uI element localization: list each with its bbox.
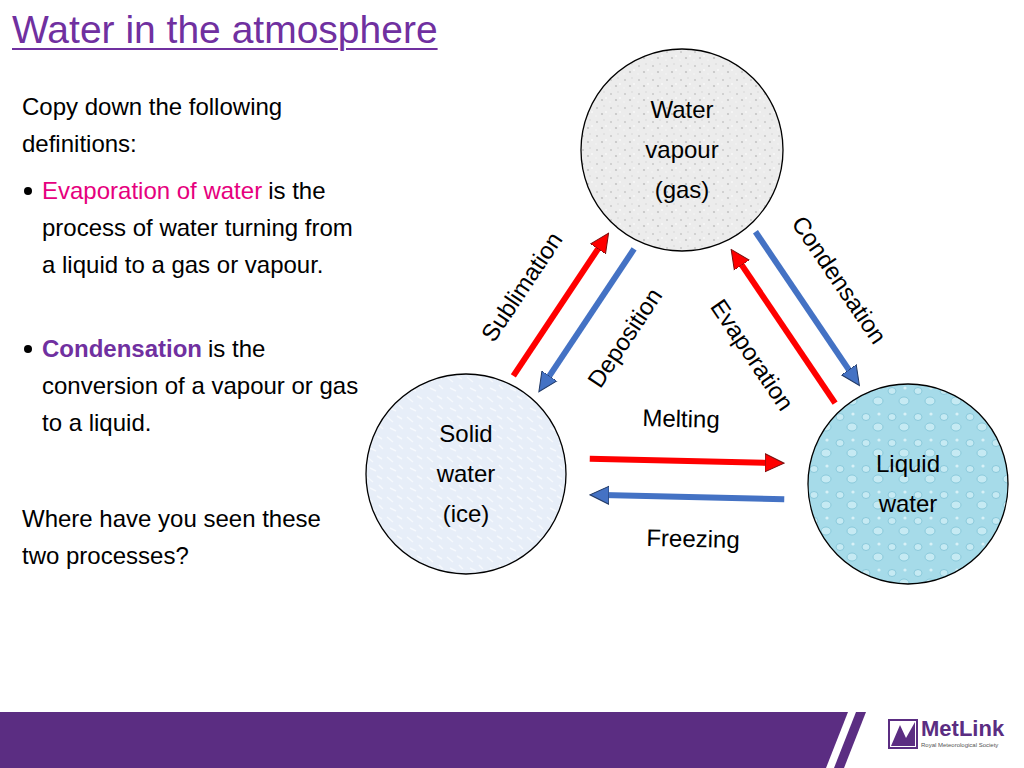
process-arrow — [738, 260, 835, 403]
term-text: Condensation — [42, 335, 202, 362]
logo-symbol — [889, 720, 917, 748]
process-arrow — [513, 244, 601, 376]
process-label: Sublimation — [476, 227, 569, 347]
term-text: Evaporation of water — [42, 177, 262, 204]
state-circle: Water vapour (gas) — [580, 48, 784, 252]
state-label: Solid water (ice) — [410, 414, 522, 534]
bullet-dot — [24, 187, 32, 195]
process-label: Deposition — [582, 283, 668, 393]
process-arrow — [590, 459, 771, 463]
bullet-dot — [24, 345, 32, 353]
process-arrow — [755, 232, 852, 375]
process-label: Freezing — [646, 524, 740, 554]
logo-subtitle: Royal Meteorological Society — [921, 741, 1021, 749]
logo-name: MetLink — [921, 717, 1021, 741]
footer-stripe — [834, 712, 866, 768]
state-label: Liquid water — [852, 444, 964, 524]
process-label: Condensation — [785, 210, 891, 348]
state-circle: Solid water (ice) — [365, 373, 567, 575]
process-arrow — [546, 249, 634, 381]
slide-title: Water in the atmosphere — [12, 8, 438, 52]
process-label: Evaporation — [704, 294, 799, 416]
process-label: Melting — [642, 404, 720, 434]
circle-shape — [366, 374, 566, 574]
instruction-text: Copy down the following definitions: — [22, 88, 372, 162]
state-label: Water vapour (gas) — [626, 90, 738, 210]
circle-shape — [808, 384, 1008, 584]
footer-band — [0, 712, 848, 768]
circle-outline — [807, 383, 1009, 585]
process-arrow — [603, 495, 784, 499]
circle-shape — [581, 49, 783, 251]
question-text: Where have you seen these two processes? — [22, 500, 352, 574]
state-circle: Liquid water — [807, 383, 1009, 585]
